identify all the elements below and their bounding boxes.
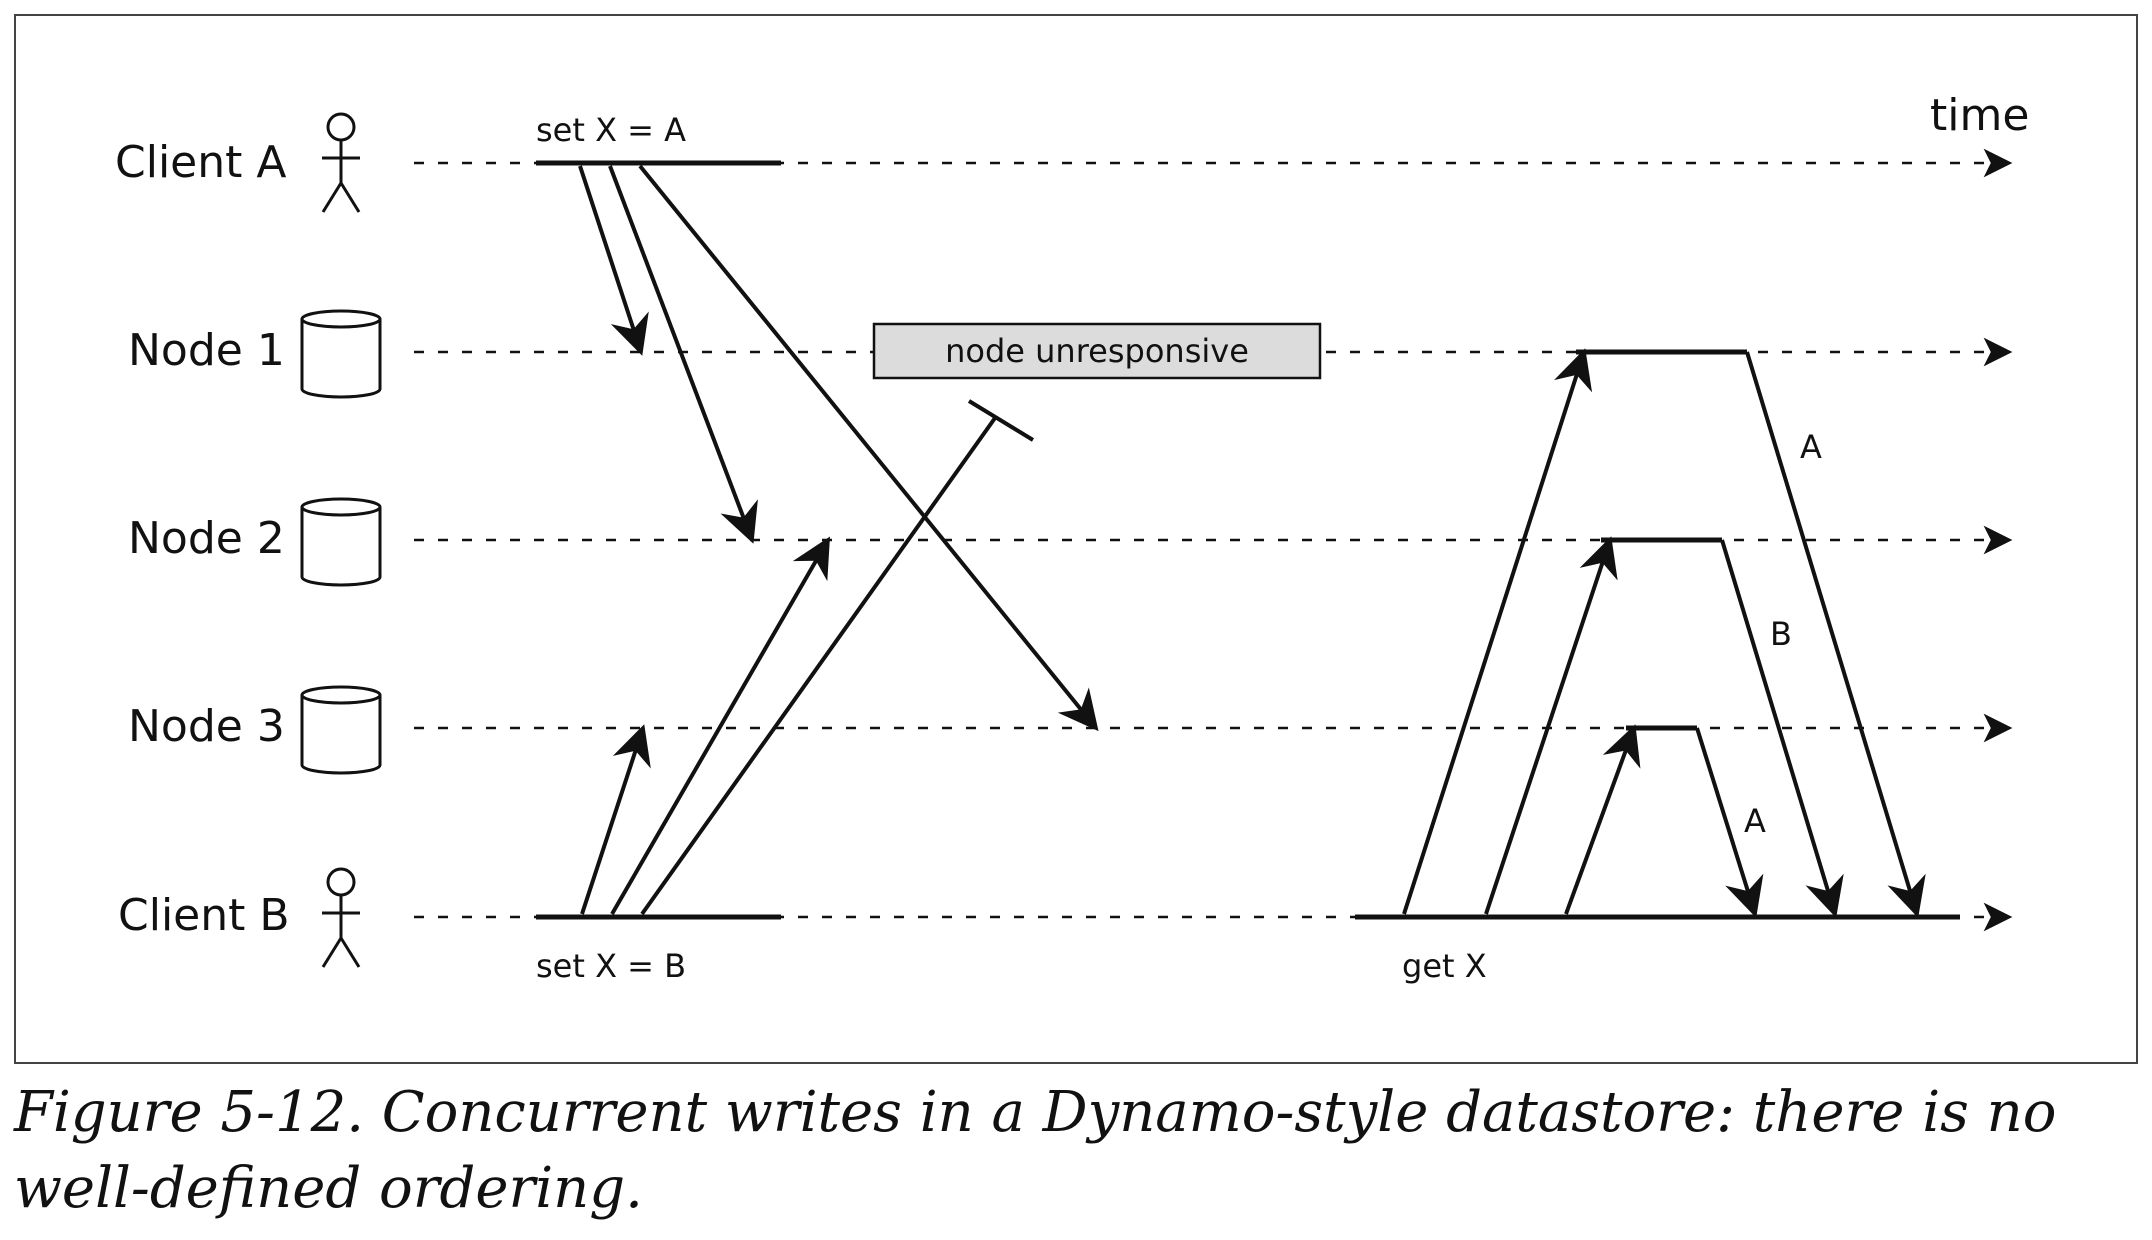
write-b-to-node3-arrow: [580, 724, 651, 915]
write-a-to-node2-arrow: [608, 165, 758, 544]
node1-database-icon: [300, 309, 382, 399]
read-request-node1-arrow: [1402, 348, 1593, 915]
response-label-node3: A: [1744, 802, 1766, 840]
response-label-node1: A: [1800, 428, 1822, 466]
read-response-node2-arrow: [1720, 539, 1844, 918]
sequence-diagram: Client A Node 1 Node 2 Node 3 Client B t…: [115, 90, 2029, 985]
write-b-to-node2-arrow: [610, 536, 831, 916]
read-response-node3-arrow: [1695, 727, 1764, 918]
node-unresponsive-label: node unresponsive: [945, 332, 1249, 370]
node2-database-icon: [300, 497, 382, 587]
figure-caption: Figure 5-12. Concurrent writes in a Dyna…: [14, 1080, 2057, 1221]
lost-message-cross-mark: [967, 399, 1035, 442]
read-request-node3-arrow: [1564, 724, 1641, 915]
node-unresponsive-box: [872, 322, 1322, 380]
set-b-label: set X = B: [536, 947, 686, 985]
lane-label-node3: Node 3: [128, 701, 285, 752]
node3-database-icon: [300, 685, 382, 775]
write-b-to-node1-lost-arrow: [640, 416, 997, 916]
write-a-to-node3-arrow: [638, 164, 1099, 732]
lane-label-client-b: Client B: [118, 890, 290, 941]
lane-label-node2: Node 2: [128, 513, 285, 564]
write-a-to-node1-arrow: [578, 165, 649, 356]
time-label: time: [1930, 90, 2029, 141]
lane-label-node1: Node 1: [128, 325, 285, 376]
lane-label-client-a: Client A: [115, 137, 286, 188]
read-response-node1-arrow: [1745, 351, 1926, 918]
client-b-person-icon: [321, 867, 361, 968]
get-x-label: get X: [1402, 947, 1487, 985]
set-a-label: set X = A: [536, 111, 686, 149]
read-request-node2-arrow: [1484, 536, 1618, 915]
response-label-node2: B: [1770, 615, 1792, 653]
client-a-person-icon: [321, 112, 361, 213]
